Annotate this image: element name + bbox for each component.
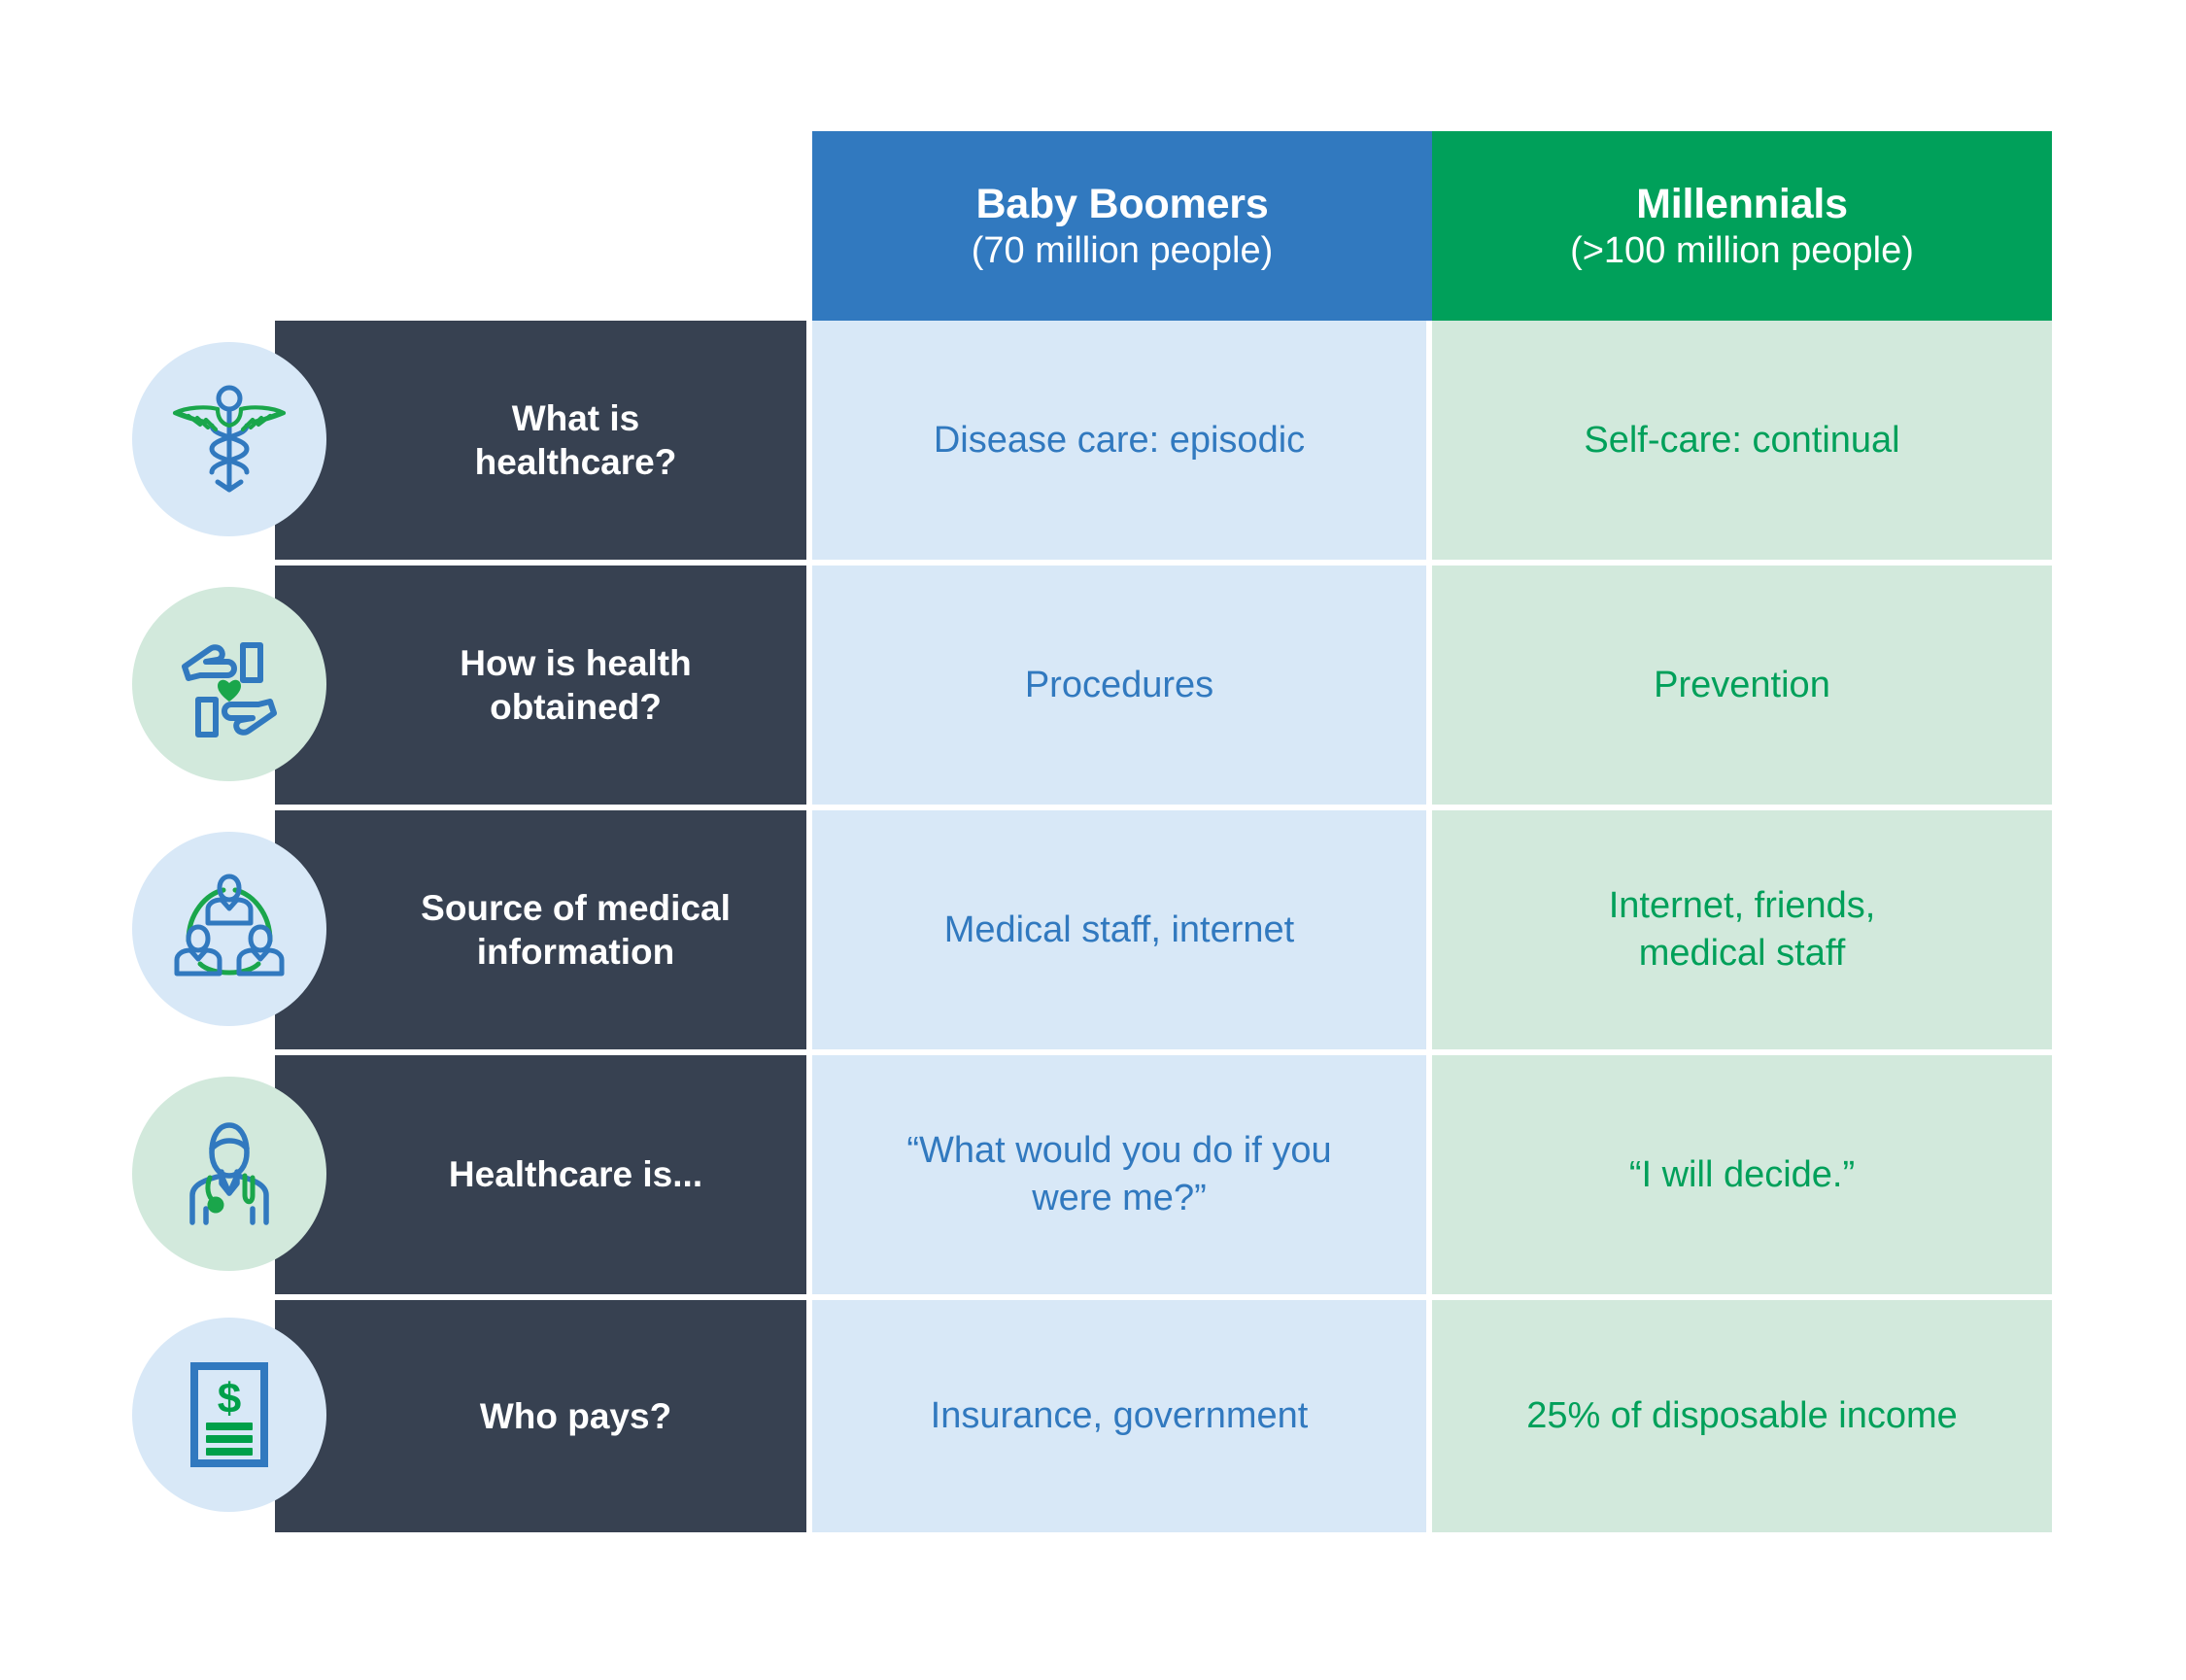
header-subtitle-millennials: (>100 million people) <box>1570 229 1914 271</box>
header-title-baby-boomers: Baby Boomers <box>975 180 1269 227</box>
header-cell-millennials: Millennials (>100 million people) <box>1432 131 2052 321</box>
header-title-millennials: Millennials <box>1636 180 1848 227</box>
cell-baby-boomers: Disease care: episodic <box>812 321 1432 560</box>
header-subtitle-baby-boomers: (70 million people) <box>971 229 1274 271</box>
heart-shape <box>218 679 241 702</box>
caduceus-icon <box>172 385 287 493</box>
cell-baby-boomers: Procedures <box>812 566 1432 805</box>
cell-millennials: 25% of disposable income <box>1432 1300 2052 1532</box>
table-row: Who pays? Insurance, government 25% of d… <box>275 1300 2052 1532</box>
row-icon-badge-what-is-healthcare <box>132 342 326 536</box>
cell-baby-boomers: Insurance, government <box>812 1300 1432 1532</box>
row-icon-badge-source-of-medical-information <box>132 832 326 1026</box>
row-label: Healthcare is... <box>275 1055 812 1294</box>
svg-text:$: $ <box>218 1375 241 1423</box>
row-label: Who pays? <box>275 1300 812 1532</box>
header-cell-baby-boomers: Baby Boomers (70 million people) <box>812 131 1432 321</box>
row-icon-badge-how-is-health-obtained <box>132 587 326 781</box>
row-icon-badge-healthcare-is <box>132 1077 326 1271</box>
table-row: Healthcare is... “What would you do if y… <box>275 1055 2052 1300</box>
cell-millennials: Internet, friends,medical staff <box>1432 810 2052 1049</box>
cell-millennials: Self-care: continual <box>1432 321 2052 560</box>
cell-millennials: Prevention <box>1432 566 2052 805</box>
cell-baby-boomers: Medical staff, internet <box>812 810 1432 1049</box>
bill-dollar-icon: $ <box>190 1362 268 1467</box>
cell-millennials: “I will decide.” <box>1432 1055 2052 1294</box>
doctor-icon <box>189 1122 269 1225</box>
hands-heart-icon <box>182 642 277 737</box>
row-icon-badge-who-pays: $ <box>132 1318 326 1512</box>
people-network-icon <box>174 874 285 977</box>
table-header-row: Baby Boomers (70 million people) Millenn… <box>812 131 2052 321</box>
